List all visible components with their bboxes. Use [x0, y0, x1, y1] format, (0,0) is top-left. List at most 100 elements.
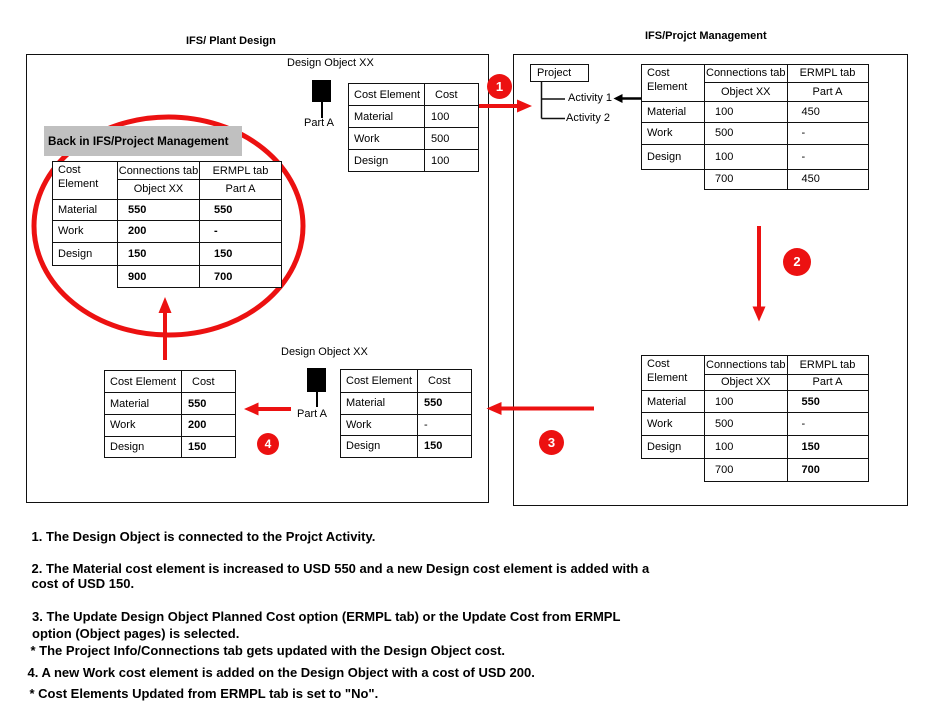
plant-design-box — [26, 54, 489, 503]
table-plant-design-updated: Cost Element Cost Material 550 Work - De… — [340, 369, 472, 458]
table-total-cell: 700 — [786, 457, 869, 482]
table-header-cell: Cost Element — [641, 64, 705, 102]
design-object-top-label: Design Object XX — [287, 56, 374, 69]
note-3: 3. The Update Design Object Planned Cost… — [32, 609, 621, 624]
table-cell: Material — [340, 392, 418, 415]
table-cell: 150 — [199, 241, 282, 266]
table-cell: Material — [52, 198, 118, 221]
table-cell: 550 — [417, 392, 472, 415]
table-cell: 200 — [117, 220, 200, 243]
table-cell: Work — [52, 220, 118, 243]
table-header-cell: Part A — [786, 373, 869, 391]
table-cell: 100 — [704, 390, 788, 413]
table-cell: Design — [641, 434, 705, 459]
part-a-top-label: Part A — [304, 117, 334, 129]
table-cell: Material — [641, 390, 705, 413]
table-cell: 550 — [181, 392, 236, 415]
table-cell: Design — [52, 241, 118, 266]
table-cell: 500 — [704, 121, 788, 145]
table-total-cell: 700 — [704, 168, 788, 190]
table-project-management-updated: Cost Element Connections tab ERMPL tab O… — [641, 355, 869, 482]
table-cell: 550 — [786, 390, 869, 413]
table-header-cell: Part A — [199, 179, 282, 200]
table-header-cell: Object XX — [704, 373, 788, 391]
table-cell: 150 — [417, 434, 472, 458]
table-project-management-initial: Cost Element Connections tab ERMPL tab O… — [641, 64, 869, 190]
step-badge-2: 2 — [783, 248, 811, 276]
table-cell: 150 — [117, 241, 200, 266]
table-cell: - — [199, 220, 282, 243]
step-badge-4: 4 — [257, 433, 279, 455]
table-total-cell: 900 — [117, 265, 200, 288]
table-cell: Design — [348, 149, 425, 172]
table-project-management-final: Cost Element Connections tab ERMPL tab O… — [52, 161, 282, 288]
table-header-cell: Cost Element — [104, 370, 182, 393]
note-4: 4. A new Work cost element is added on t… — [27, 664, 535, 680]
table-cell: - — [786, 144, 869, 170]
table-total-cell: 700 — [704, 457, 788, 482]
table-cell: 150 — [786, 434, 869, 459]
table-cell: 100 — [424, 149, 479, 172]
part-a-bottom-label: Part A — [297, 408, 327, 420]
table-cell: Design — [340, 434, 418, 458]
project-node: Project — [530, 64, 589, 82]
table-header-cell: Object XX — [704, 81, 788, 102]
table-cell: - — [786, 412, 869, 436]
table-cell: Work — [348, 127, 425, 150]
table-cell: Work — [641, 412, 705, 436]
table-header-cell: Object XX — [117, 179, 200, 200]
table-header-cell: Part A — [786, 81, 869, 102]
table-cell: 100 — [704, 144, 788, 170]
table-header-cell: Cost — [424, 83, 479, 106]
table-header-cell: Connections tab — [704, 355, 788, 375]
note-1: 1. The Design Object is connected to the… — [31, 529, 376, 544]
note-2: 2. The Material cost element is increase… — [31, 560, 650, 576]
project-management-title: IFS/Projct Management — [645, 30, 767, 42]
plant-design-title: IFS/ Plant Design — [186, 34, 276, 47]
table-header-cell: ERMPL tab — [786, 355, 869, 375]
table-header-cell: Cost Element — [348, 83, 425, 106]
note-3-cont: option (Object pages) is selected. — [32, 625, 240, 641]
table-cell: 500 — [424, 127, 479, 150]
table-cell: 550 — [199, 198, 282, 221]
table-plant-design-final: Cost Element Cost Material 550 Work 200 … — [104, 370, 236, 458]
note-3-asterisk: * The Project Info/Connections tab gets … — [30, 642, 506, 658]
back-in-project-management-label: Back in IFS/Project Management — [44, 126, 242, 156]
table-cell: Design — [104, 435, 182, 458]
table-header-cell: ERMPL tab — [199, 161, 282, 180]
table-cell-empty — [642, 169, 705, 189]
table-cell-empty — [642, 458, 705, 481]
table-header-cell: Cost Element — [52, 161, 118, 200]
table-cell: 500 — [704, 412, 788, 436]
table-cell: Work — [104, 414, 182, 437]
activity-2-label: Activity 2 — [566, 111, 611, 124]
table-cell: Work — [340, 413, 418, 436]
table-header-cell: Cost Element — [641, 355, 705, 391]
table-header-cell: Cost — [181, 370, 236, 393]
table-total-cell: 450 — [786, 168, 869, 190]
table-header-cell: Connections tab — [117, 161, 200, 180]
activity-1-label: Activity 1 — [568, 91, 613, 104]
step-badge-3: 3 — [539, 430, 564, 455]
project-management-box — [513, 54, 908, 506]
design-object-stem — [321, 102, 323, 118]
note-2-cont: cost of USD 150. — [31, 576, 135, 591]
table-cell: 100 — [424, 105, 479, 128]
table-cell: 100 — [704, 434, 788, 459]
table-cell: 200 — [181, 414, 236, 437]
table-plant-design-initial: Cost Element Cost Material 100 Work 500 … — [348, 83, 479, 172]
design-object-icon — [307, 368, 326, 392]
table-cell-empty — [53, 266, 118, 288]
table-cell: Material — [348, 105, 425, 128]
table-cell: Design — [641, 144, 705, 170]
table-header-cell: Cost Element — [340, 369, 418, 393]
table-cell: Work — [641, 121, 705, 145]
design-object-stem — [316, 392, 318, 407]
table-cell: - — [417, 413, 472, 436]
table-total-cell: 700 — [199, 265, 282, 288]
table-cell: - — [786, 121, 869, 145]
table-cell: 450 — [786, 101, 869, 123]
table-header-cell: Cost — [417, 369, 472, 393]
note-4-asterisk: * Cost Elements Updated from ERMPL tab i… — [29, 686, 379, 701]
